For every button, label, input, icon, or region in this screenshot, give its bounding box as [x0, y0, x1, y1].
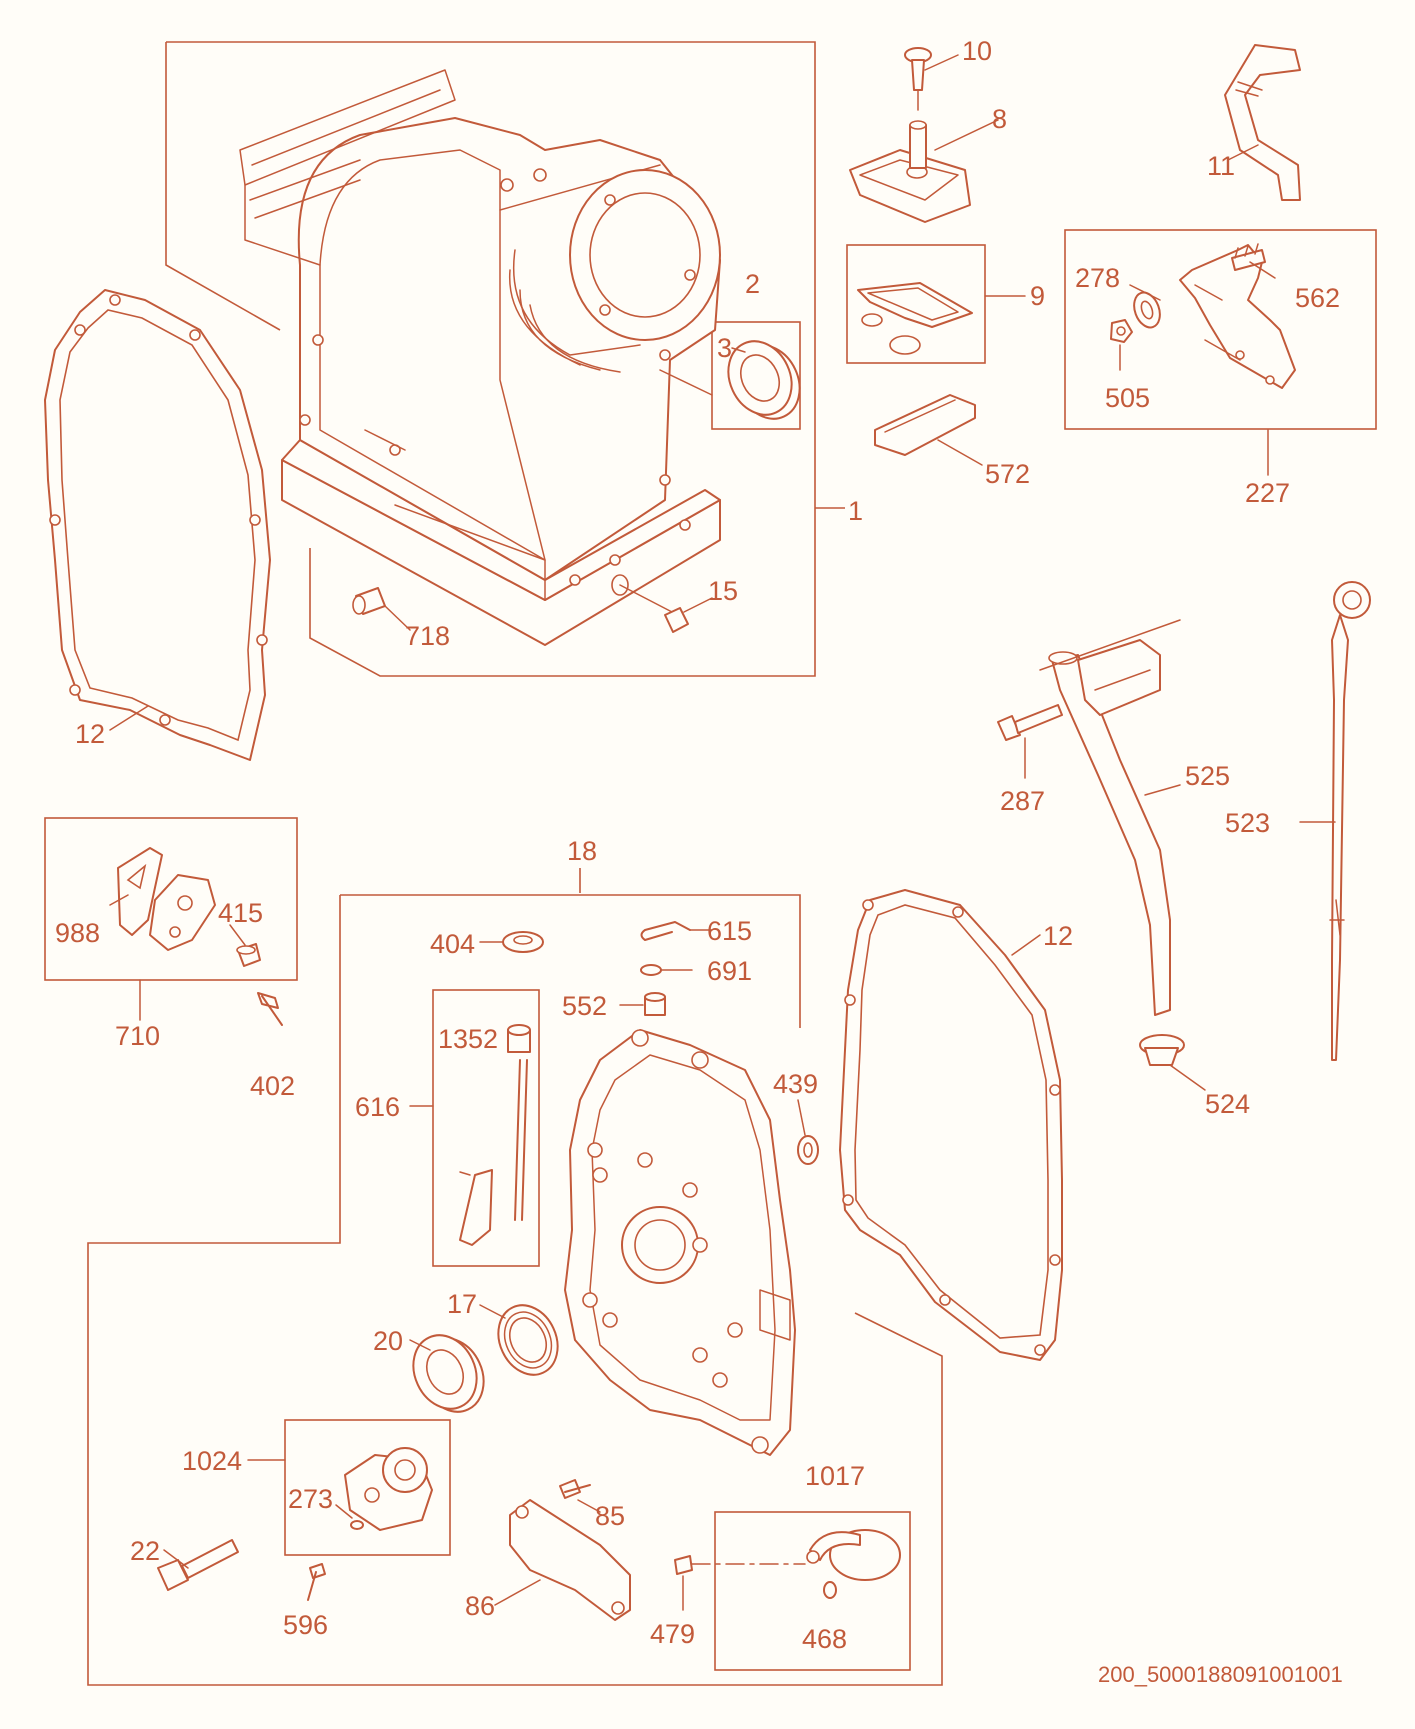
governor-parts-710 [109, 847, 261, 1021]
callout-17: 17 [447, 1289, 477, 1319]
callout-552: 552 [562, 991, 607, 1021]
plug-15 [664, 597, 713, 633]
callout-525: 525 [1185, 761, 1230, 791]
callout-718: 718 [405, 621, 450, 651]
group-frame-1024 [284, 1419, 451, 1556]
oil-pump-1024 [247, 1447, 433, 1531]
washer-691 [640, 964, 693, 976]
ring-404 [479, 931, 544, 953]
gasket-12-right [839, 889, 1063, 1361]
callout-11: 11 [1207, 151, 1235, 181]
crankcase-block [239, 69, 721, 646]
callout-505: 505 [1105, 383, 1150, 413]
clip-572 [874, 394, 983, 466]
callout-691: 691 [707, 956, 752, 986]
group-frame-710 [44, 817, 298, 981]
group-frame-2 [711, 321, 801, 430]
callout-227: 227 [1245, 478, 1290, 508]
callout-415: 415 [218, 898, 263, 928]
callout-439: 439 [773, 1069, 818, 1099]
dipstick-tube-525 [1039, 619, 1181, 1016]
bracket-assembly-227 [1110, 243, 1296, 476]
callout-616: 616 [355, 1092, 400, 1122]
callout-402: 402 [250, 1071, 295, 1101]
callout-15: 15 [708, 576, 738, 606]
callout-1024: 1024 [182, 1446, 242, 1476]
callout-86: 86 [465, 1591, 495, 1621]
group-frame-1 [165, 41, 816, 677]
callout-479: 479 [650, 1619, 695, 1649]
callout-524: 524 [1205, 1089, 1250, 1119]
bolt-596 [307, 1563, 326, 1601]
pin-615 [640, 921, 713, 941]
callout-523: 523 [1225, 808, 1270, 838]
callout-287: 287 [1000, 786, 1045, 816]
callout-404: 404 [430, 929, 475, 959]
drawing-code: 200_5000188091001001 [1098, 1662, 1343, 1687]
callout-988: 988 [55, 918, 100, 948]
callout-18: 18 [567, 836, 597, 866]
callout-12-left: 12 [75, 719, 105, 749]
callout-562: 562 [1295, 283, 1340, 313]
oil-sensor-1017 [674, 1529, 901, 1611]
bolt-85 [559, 1479, 601, 1513]
cover-plate-86 [494, 1499, 631, 1621]
callout-9: 9 [1030, 281, 1045, 311]
breather-cover-8 [849, 119, 999, 223]
bolt-22 [157, 1539, 239, 1591]
group-frame-18 [87, 868, 943, 1686]
dipstick-523 [1299, 581, 1371, 1061]
callout-1017: 1017 [805, 1461, 865, 1491]
collar-552 [619, 992, 666, 1016]
callout-20: 20 [373, 1326, 403, 1356]
callout-22: 22 [130, 1536, 160, 1566]
callout-3: 3 [717, 333, 732, 363]
callout-10: 10 [962, 36, 992, 66]
callout-85: 85 [595, 1501, 625, 1531]
pin-718 [352, 587, 411, 631]
callout-1: 1 [848, 496, 863, 526]
callout-278: 278 [1075, 263, 1120, 293]
callout-labels: 10 8 11 2 3 9 278 562 505 572 227 1 15 7… [55, 36, 1343, 1687]
callout-12-right: 12 [1043, 921, 1073, 951]
callout-2: 2 [745, 269, 760, 299]
washer-439 [797, 1099, 819, 1165]
cap-524 [1139, 1034, 1206, 1091]
callout-468: 468 [802, 1624, 847, 1654]
bearing-17 [479, 1304, 559, 1376]
group-frame-616 [432, 989, 540, 1267]
gasket-9 [857, 282, 1026, 355]
callout-615: 615 [707, 916, 752, 946]
group-frame-9 [846, 244, 986, 364]
crankcase-cover-18 [564, 1029, 796, 1456]
gasket-12-left [44, 289, 271, 761]
governor-shaft-616 [409, 1024, 531, 1246]
callout-8: 8 [992, 104, 1007, 134]
group-frame-227 [1064, 229, 1377, 430]
oil-seal-20 [409, 1334, 485, 1413]
oil-seal-3 [659, 340, 801, 420]
callout-596: 596 [283, 1610, 328, 1640]
hose-11 [1224, 44, 1301, 201]
bolt-287 [997, 704, 1063, 779]
callout-710: 710 [115, 1021, 160, 1051]
group-frame-1017 [714, 1511, 911, 1671]
callout-1352: 1352 [438, 1024, 498, 1054]
bolt-402 [257, 992, 283, 1026]
bolt-10 [904, 47, 959, 111]
callout-273: 273 [288, 1484, 333, 1514]
callout-572: 572 [985, 459, 1030, 489]
